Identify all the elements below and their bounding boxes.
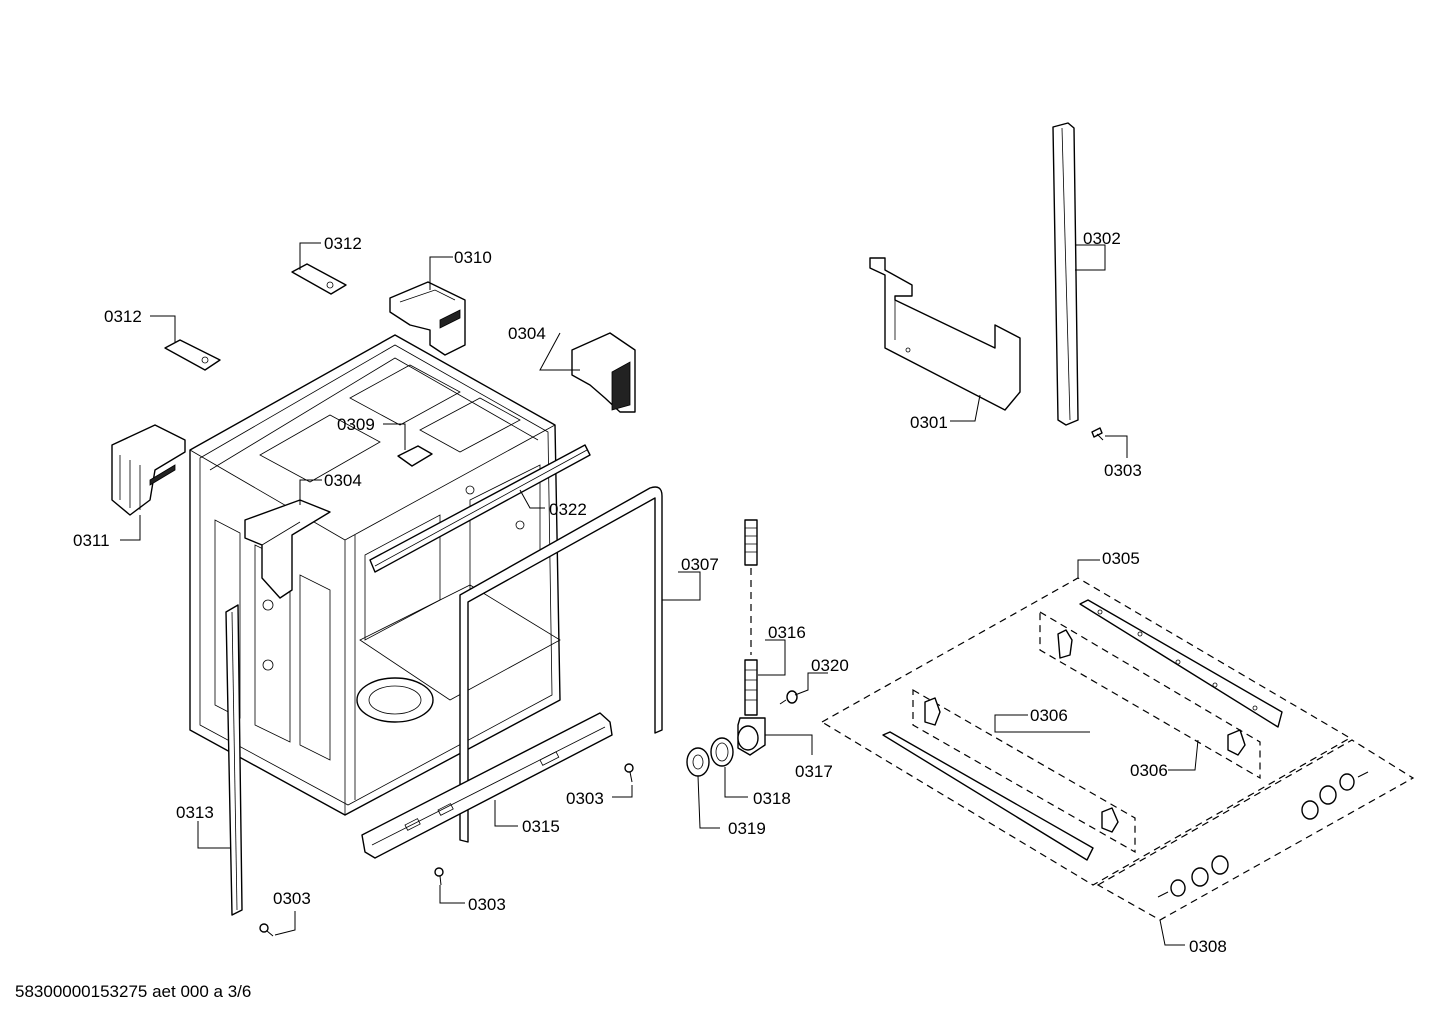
document-id: 58300000153275 aet 000 a 3/6 (15, 982, 251, 1001)
label-0303: 0303 (566, 789, 604, 808)
part-0310-bracket (389, 281, 466, 356)
label-0305: 0305 (1102, 549, 1140, 568)
label-0301: 0301 (910, 413, 948, 432)
part-0302-rail (1052, 122, 1079, 426)
part-0322-strip (369, 444, 591, 573)
part-0320-screw (779, 690, 798, 705)
label-0306: 0306 (1130, 761, 1168, 780)
part-0306-group (882, 610, 1261, 861)
part-0317-elbow (737, 717, 766, 756)
part-0305-group (820, 577, 1352, 886)
part-0319-disc (686, 747, 710, 777)
label-0322: 0322 (549, 500, 587, 519)
part-0308-group (1096, 739, 1415, 921)
label-0311: 0311 (73, 531, 110, 550)
label-0312: 0312 (324, 234, 362, 253)
label-0319: 0319 (728, 819, 766, 838)
label-0312: 0312 (104, 307, 142, 326)
label-0316: 0316 (768, 623, 806, 642)
part-0318-ring (710, 737, 734, 767)
label-0315: 0315 (522, 817, 560, 836)
label-0318: 0318 (753, 789, 791, 808)
part-0307-door-seal (459, 486, 663, 843)
label-0303: 0303 (468, 895, 506, 914)
part-0315-lower-bracket (361, 712, 613, 859)
label-0303: 0303 (1104, 461, 1142, 480)
label-0303: 0303 (273, 889, 311, 908)
part-0316-hose (744, 519, 758, 716)
part-labels: 0301 0302 0303 0303 0303 0303 0304 0304 … (73, 229, 1227, 956)
part-0301-panel (869, 257, 1021, 411)
part-0304-bracket-lower (244, 499, 331, 599)
part-0313-side-rail (225, 604, 243, 916)
screw-0303-b (624, 763, 634, 783)
screw-0303-c (434, 867, 444, 886)
label-0313: 0313 (176, 803, 214, 822)
label-0304: 0304 (324, 471, 362, 490)
part-0312-plate-top (291, 263, 347, 295)
screw-0303-d (259, 923, 274, 937)
part-0304-bracket-upper (571, 332, 636, 413)
label-0317: 0317 (795, 762, 833, 781)
label-0309: 0309 (337, 415, 375, 434)
leader-lines (120, 242, 1199, 946)
part-0309-clip (397, 445, 433, 467)
label-0302: 0302 (1083, 229, 1121, 248)
label-0308: 0308 (1189, 937, 1227, 956)
part-0311-bracket (111, 424, 186, 516)
screw-0303-a (1091, 427, 1104, 441)
label-0306: 0306 (1030, 706, 1068, 725)
label-0320: 0320 (811, 656, 849, 675)
label-0310: 0310 (454, 248, 492, 267)
label-0304: 0304 (508, 324, 546, 343)
part-0312-plate-left (164, 339, 221, 371)
label-0307: 0307 (681, 555, 719, 574)
